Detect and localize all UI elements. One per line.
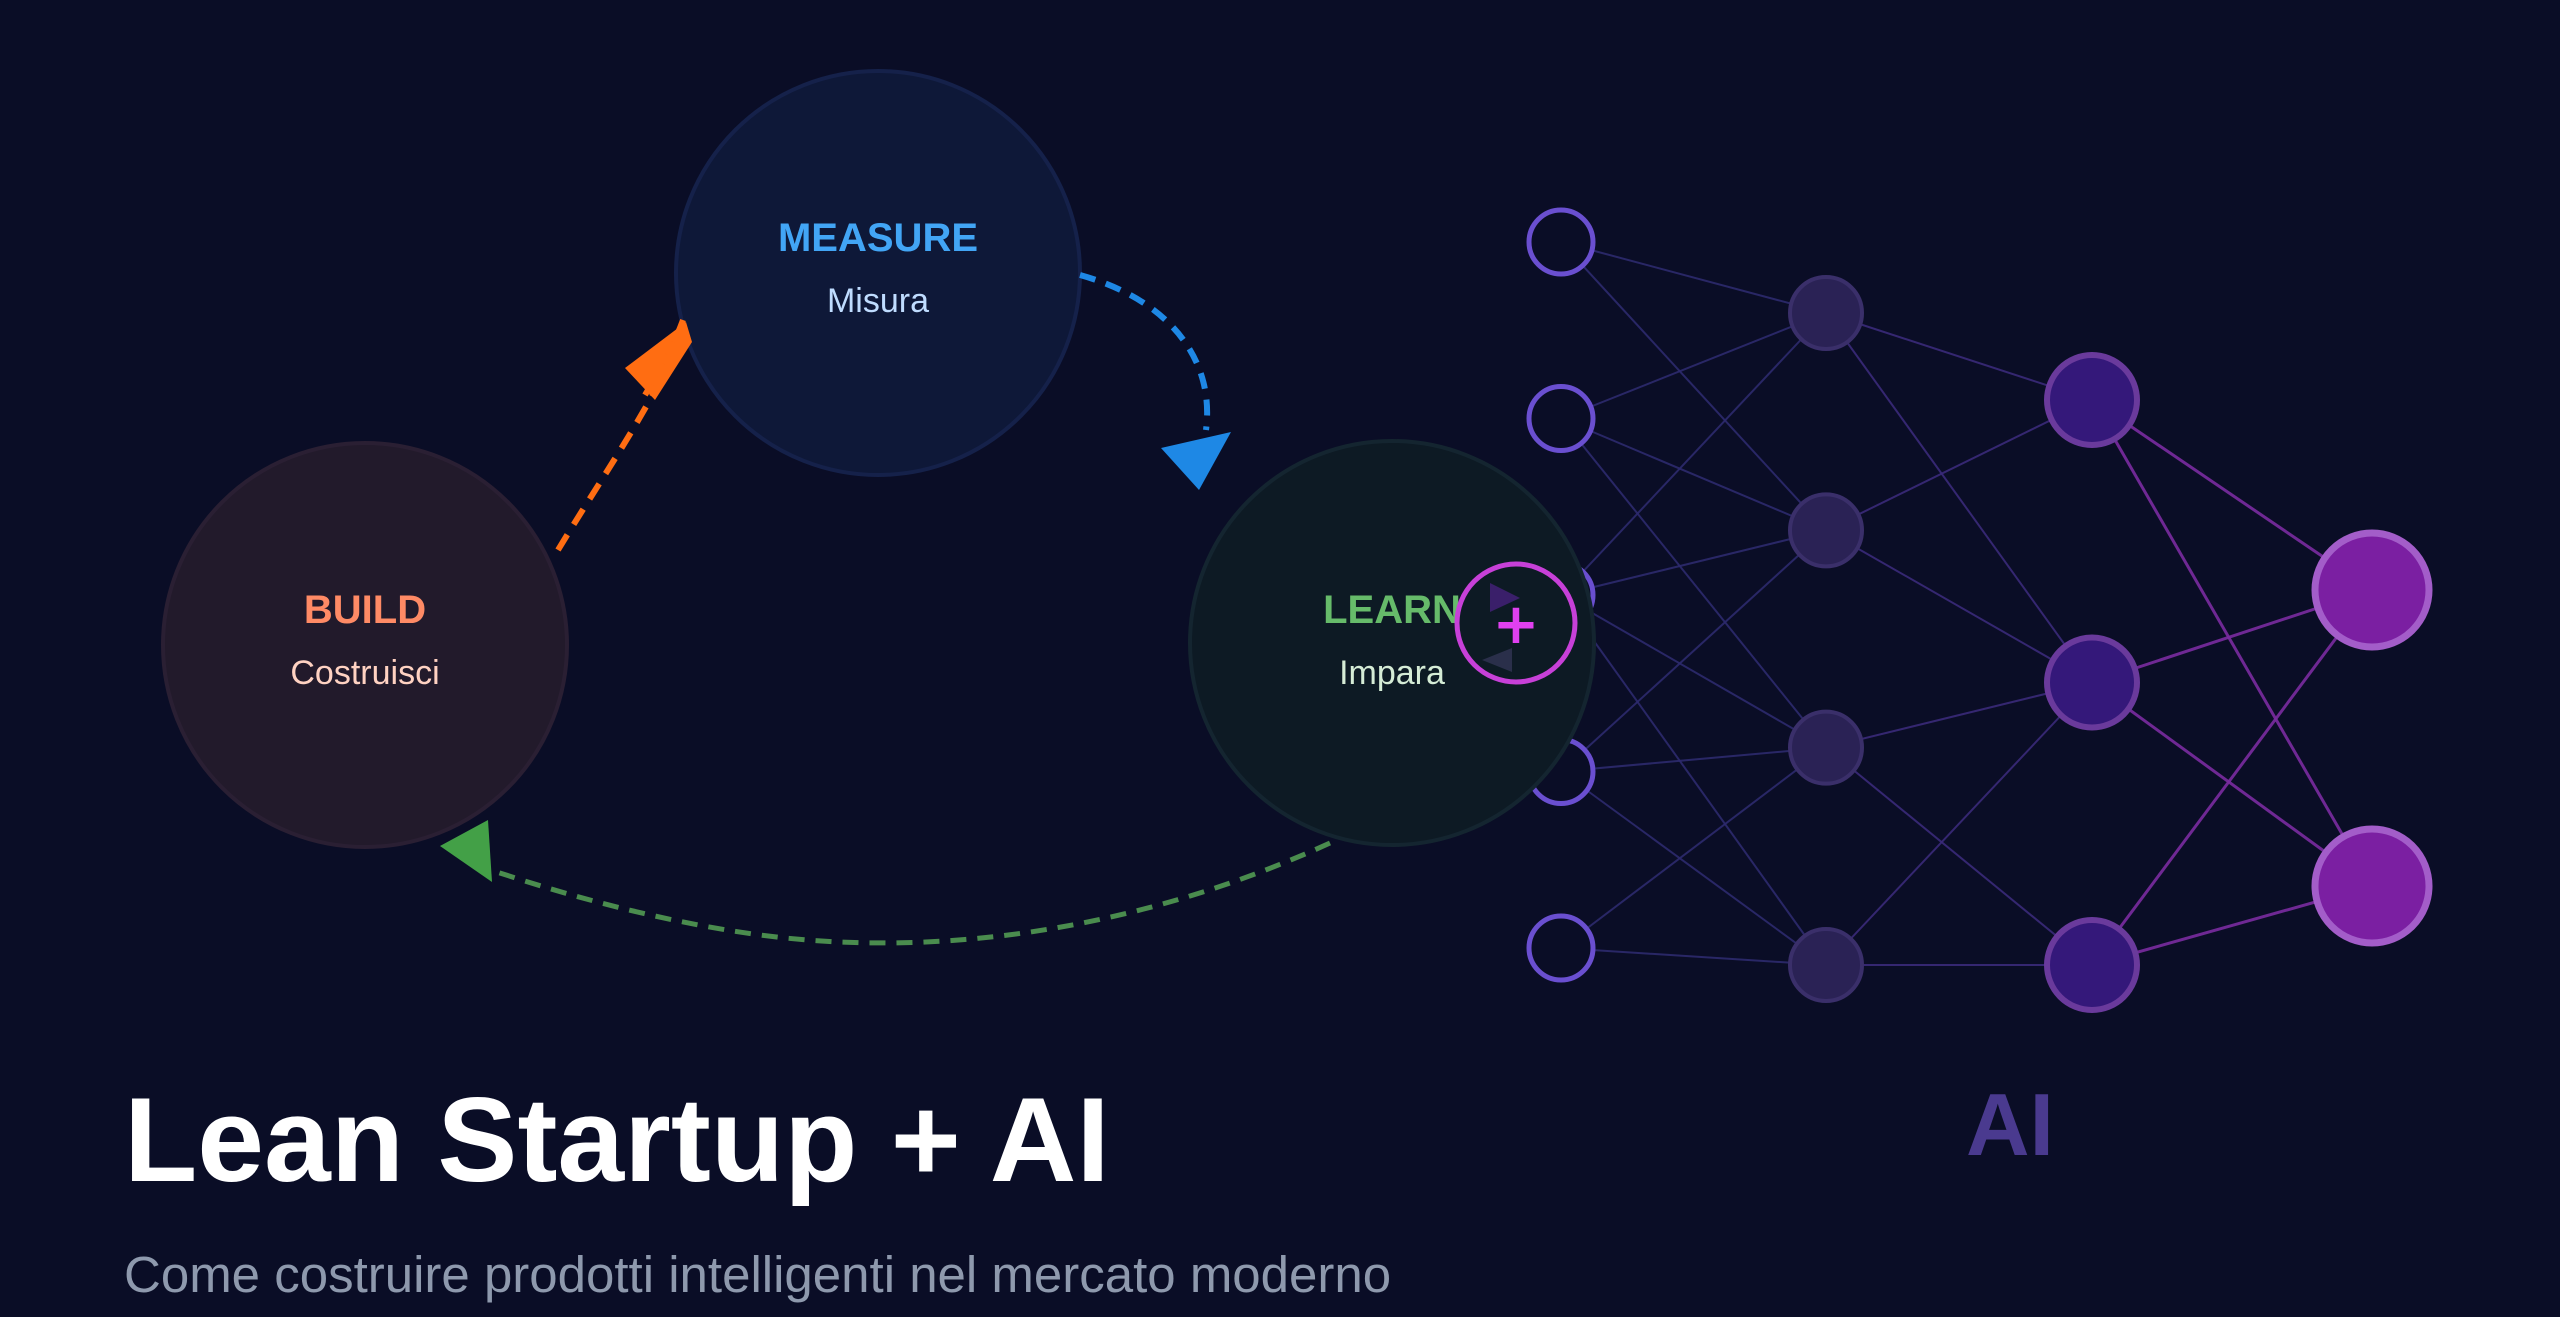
plus-connector: +	[1454, 561, 1578, 685]
build-title: BUILD	[304, 588, 426, 632]
measure-title: MEASURE	[778, 216, 978, 260]
arrow-measure-to-learn	[1079, 272, 1231, 490]
network-hidden-node	[2044, 352, 2140, 448]
network-edge	[1560, 241, 1827, 532]
ai-label: AI	[1966, 1075, 2054, 1174]
measure-node: MEASURE Misura	[674, 69, 1082, 477]
network-output-node	[2311, 825, 2433, 947]
network-input-node	[1526, 207, 1596, 277]
network-hidden-node	[1788, 492, 1864, 569]
network-edge	[1825, 399, 2093, 532]
network-edge	[1560, 746, 1827, 949]
network-input-node	[1526, 913, 1596, 983]
arrow-build-to-measure	[555, 318, 692, 552]
page-title: Lean Startup + AI	[124, 1073, 1110, 1207]
network-hidden-node	[1788, 927, 1864, 1003]
measure-arrowhead	[1161, 432, 1231, 490]
network-edge	[1560, 746, 1827, 773]
network-edge	[1560, 417, 1827, 749]
build-node: BUILD Costruisci	[161, 441, 569, 849]
network-connections	[1560, 241, 2374, 967]
plus-icon: +	[1493, 592, 1540, 657]
network-edge	[1560, 770, 1827, 966]
learn-subtitle: Impara	[1339, 654, 1445, 692]
network-edge	[1560, 594, 1827, 966]
network-edge	[1560, 947, 1827, 966]
network-hidden-node	[1788, 275, 1864, 351]
network-edge	[1560, 312, 1827, 596]
build-subtitle: Costruisci	[290, 654, 439, 692]
network-edge	[1825, 681, 2093, 966]
network-edge	[2090, 589, 2374, 966]
network-hidden-node	[2044, 917, 2140, 1013]
network-hidden-node	[2044, 634, 2140, 731]
network-edge	[1825, 529, 2093, 684]
learn-node: LEARN Impara	[1188, 439, 1596, 847]
network-hidden-node	[1788, 709, 1864, 786]
network-edge	[1560, 241, 1827, 314]
learn-title: LEARN	[1323, 588, 1461, 632]
page-subtitle: Come costruire prodotti intelligenti nel…	[124, 1246, 1392, 1303]
network-nodes	[1526, 207, 2433, 1013]
network-edge	[1825, 746, 2093, 966]
network-edge	[1560, 529, 1827, 596]
learn-arrowhead	[440, 820, 492, 882]
network-edge	[1825, 312, 2093, 684]
network-edge	[1560, 529, 1827, 773]
network-edge	[1560, 417, 1827, 532]
network-edge	[1560, 594, 1827, 749]
measure-subtitle: Misura	[827, 282, 929, 320]
network-edge	[1560, 312, 1827, 420]
arrow-learn-to-build	[440, 820, 1332, 946]
network-edge	[2090, 399, 2374, 887]
network-input-node	[1526, 384, 1596, 453]
network-output-node	[2311, 529, 2433, 651]
